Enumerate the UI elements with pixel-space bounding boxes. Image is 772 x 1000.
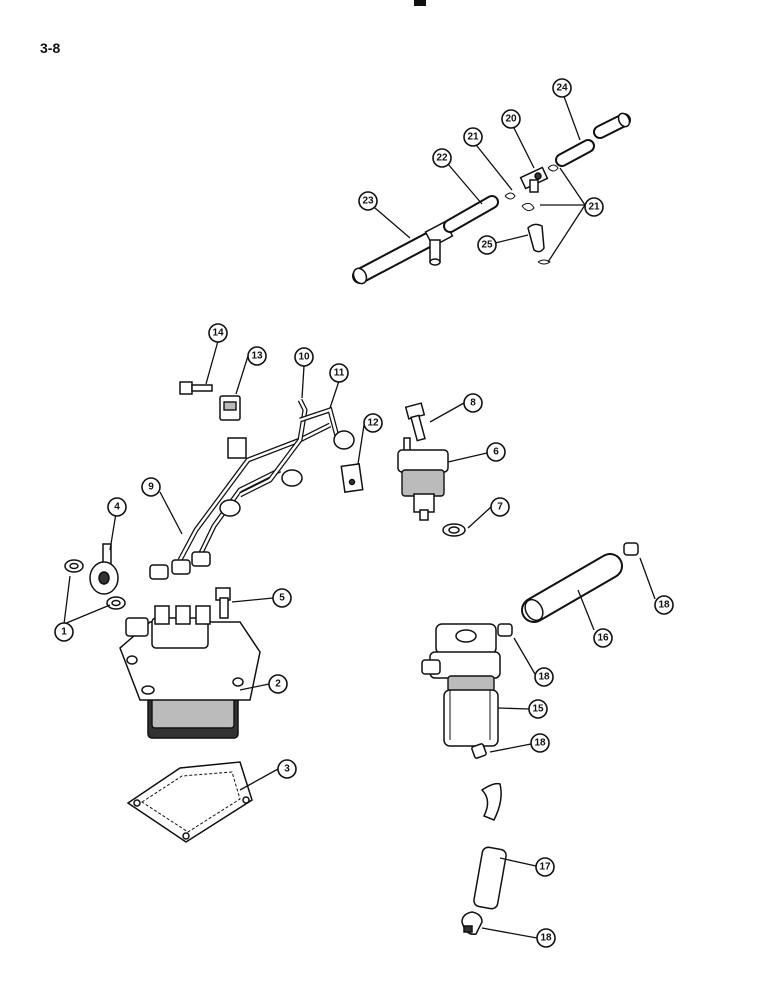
clamp-21b-part — [547, 164, 559, 172]
hose-22-part — [443, 195, 499, 233]
svg-text:21: 21 — [588, 202, 600, 213]
callout-15: 15 — [528, 699, 548, 719]
svg-text:5: 5 — [279, 593, 285, 604]
bolt-14-part — [179, 381, 213, 395]
callout-18-c: 18 — [530, 733, 550, 753]
svg-text:6: 6 — [493, 447, 499, 458]
svg-text:15: 15 — [532, 704, 544, 715]
svg-text:13: 13 — [251, 351, 263, 362]
svg-text:20: 20 — [505, 114, 517, 125]
injection-lines — [149, 398, 355, 580]
injection-pump-2-part — [119, 605, 261, 739]
hose-17-part — [473, 782, 507, 910]
svg-text:11: 11 — [334, 368, 345, 379]
clamp-18-top-part — [623, 542, 639, 556]
callout-24: 24 — [552, 78, 572, 98]
callout-16: 16 — [593, 628, 613, 648]
svg-text:7: 7 — [497, 502, 503, 513]
clamp-21c-part — [521, 202, 535, 212]
gasket-3-part — [126, 761, 253, 843]
clamp-21-part — [504, 192, 516, 200]
svg-text:18: 18 — [540, 933, 552, 944]
svg-text:3: 3 — [284, 764, 290, 775]
svg-text:17: 17 — [539, 862, 551, 873]
callout-3: 3 — [277, 759, 297, 779]
callout-23: 23 — [358, 191, 378, 211]
svg-text:21: 21 — [467, 132, 479, 143]
callout-18-a: 18 — [654, 595, 674, 615]
callout-25: 25 — [477, 235, 497, 255]
svg-text:23: 23 — [362, 196, 374, 207]
hose-24-part — [555, 112, 631, 167]
washer-7-part — [442, 523, 466, 537]
hose-25-part — [527, 223, 545, 253]
callout-7: 7 — [490, 497, 510, 517]
callout-6: 6 — [486, 442, 506, 462]
svg-text:24: 24 — [556, 83, 568, 94]
hose-23-part — [352, 230, 440, 285]
hose-16-part — [521, 553, 623, 623]
svg-text:18: 18 — [538, 672, 550, 683]
svg-text:22: 22 — [436, 153, 448, 164]
callout-20: 20 — [501, 109, 521, 129]
svg-text:4: 4 — [114, 502, 120, 513]
clamp-21d-part — [537, 259, 551, 265]
bolt-8-part — [404, 402, 426, 442]
callout-18-b: 18 — [534, 667, 554, 687]
fuel-filter-15-part — [421, 623, 513, 747]
callout-14: 14 — [208, 323, 228, 343]
page-number: 3-8 — [40, 40, 61, 56]
svg-text:9: 9 — [148, 482, 154, 493]
callout-11: 11 — [329, 363, 349, 383]
clamp-18-bottom-part — [461, 911, 483, 935]
callout-18-d: 18 — [536, 928, 556, 948]
callout-10: 10 — [294, 347, 314, 367]
callout-13: 13 — [247, 346, 267, 366]
callout-1: 1 — [54, 622, 74, 642]
leader-lines — [63, 90, 656, 939]
svg-text:16: 16 — [597, 633, 609, 644]
svg-text:14: 14 — [212, 328, 224, 339]
callout-4: 4 — [107, 497, 127, 517]
svg-text:18: 18 — [534, 738, 546, 749]
return-hose-assembly — [352, 112, 631, 285]
callout-12: 12 — [363, 413, 383, 433]
clip-13-part — [219, 395, 241, 421]
fitting-20-part — [519, 166, 549, 193]
banjo-4-part — [89, 543, 119, 595]
callout-9: 9 — [141, 477, 161, 497]
callouts: 1 2 3 4 5 6 7 8 9 10 11 12 13 14 15 16 1… — [54, 78, 674, 948]
callout-21-b: 21 — [584, 197, 604, 217]
plate-12-part — [340, 463, 364, 493]
svg-text:10: 10 — [298, 352, 310, 363]
svg-text:12: 12 — [367, 418, 379, 429]
clamp-18-small-part — [471, 743, 487, 759]
svg-text:8: 8 — [470, 398, 476, 409]
cropped-heading-fragment — [414, 0, 426, 6]
svg-text:2: 2 — [275, 679, 281, 690]
callout-17: 17 — [535, 857, 555, 877]
callout-22: 22 — [432, 148, 452, 168]
callout-21-a: 21 — [463, 127, 483, 147]
callout-8: 8 — [463, 393, 483, 413]
svg-text:18: 18 — [658, 600, 670, 611]
svg-text:25: 25 — [481, 240, 493, 251]
callout-5: 5 — [272, 588, 292, 608]
injector-6-part — [397, 437, 449, 521]
bolt-5-part — [215, 587, 231, 619]
callout-2: 2 — [268, 674, 288, 694]
svg-text:1: 1 — [61, 627, 67, 638]
washers-1-part — [64, 559, 126, 610]
